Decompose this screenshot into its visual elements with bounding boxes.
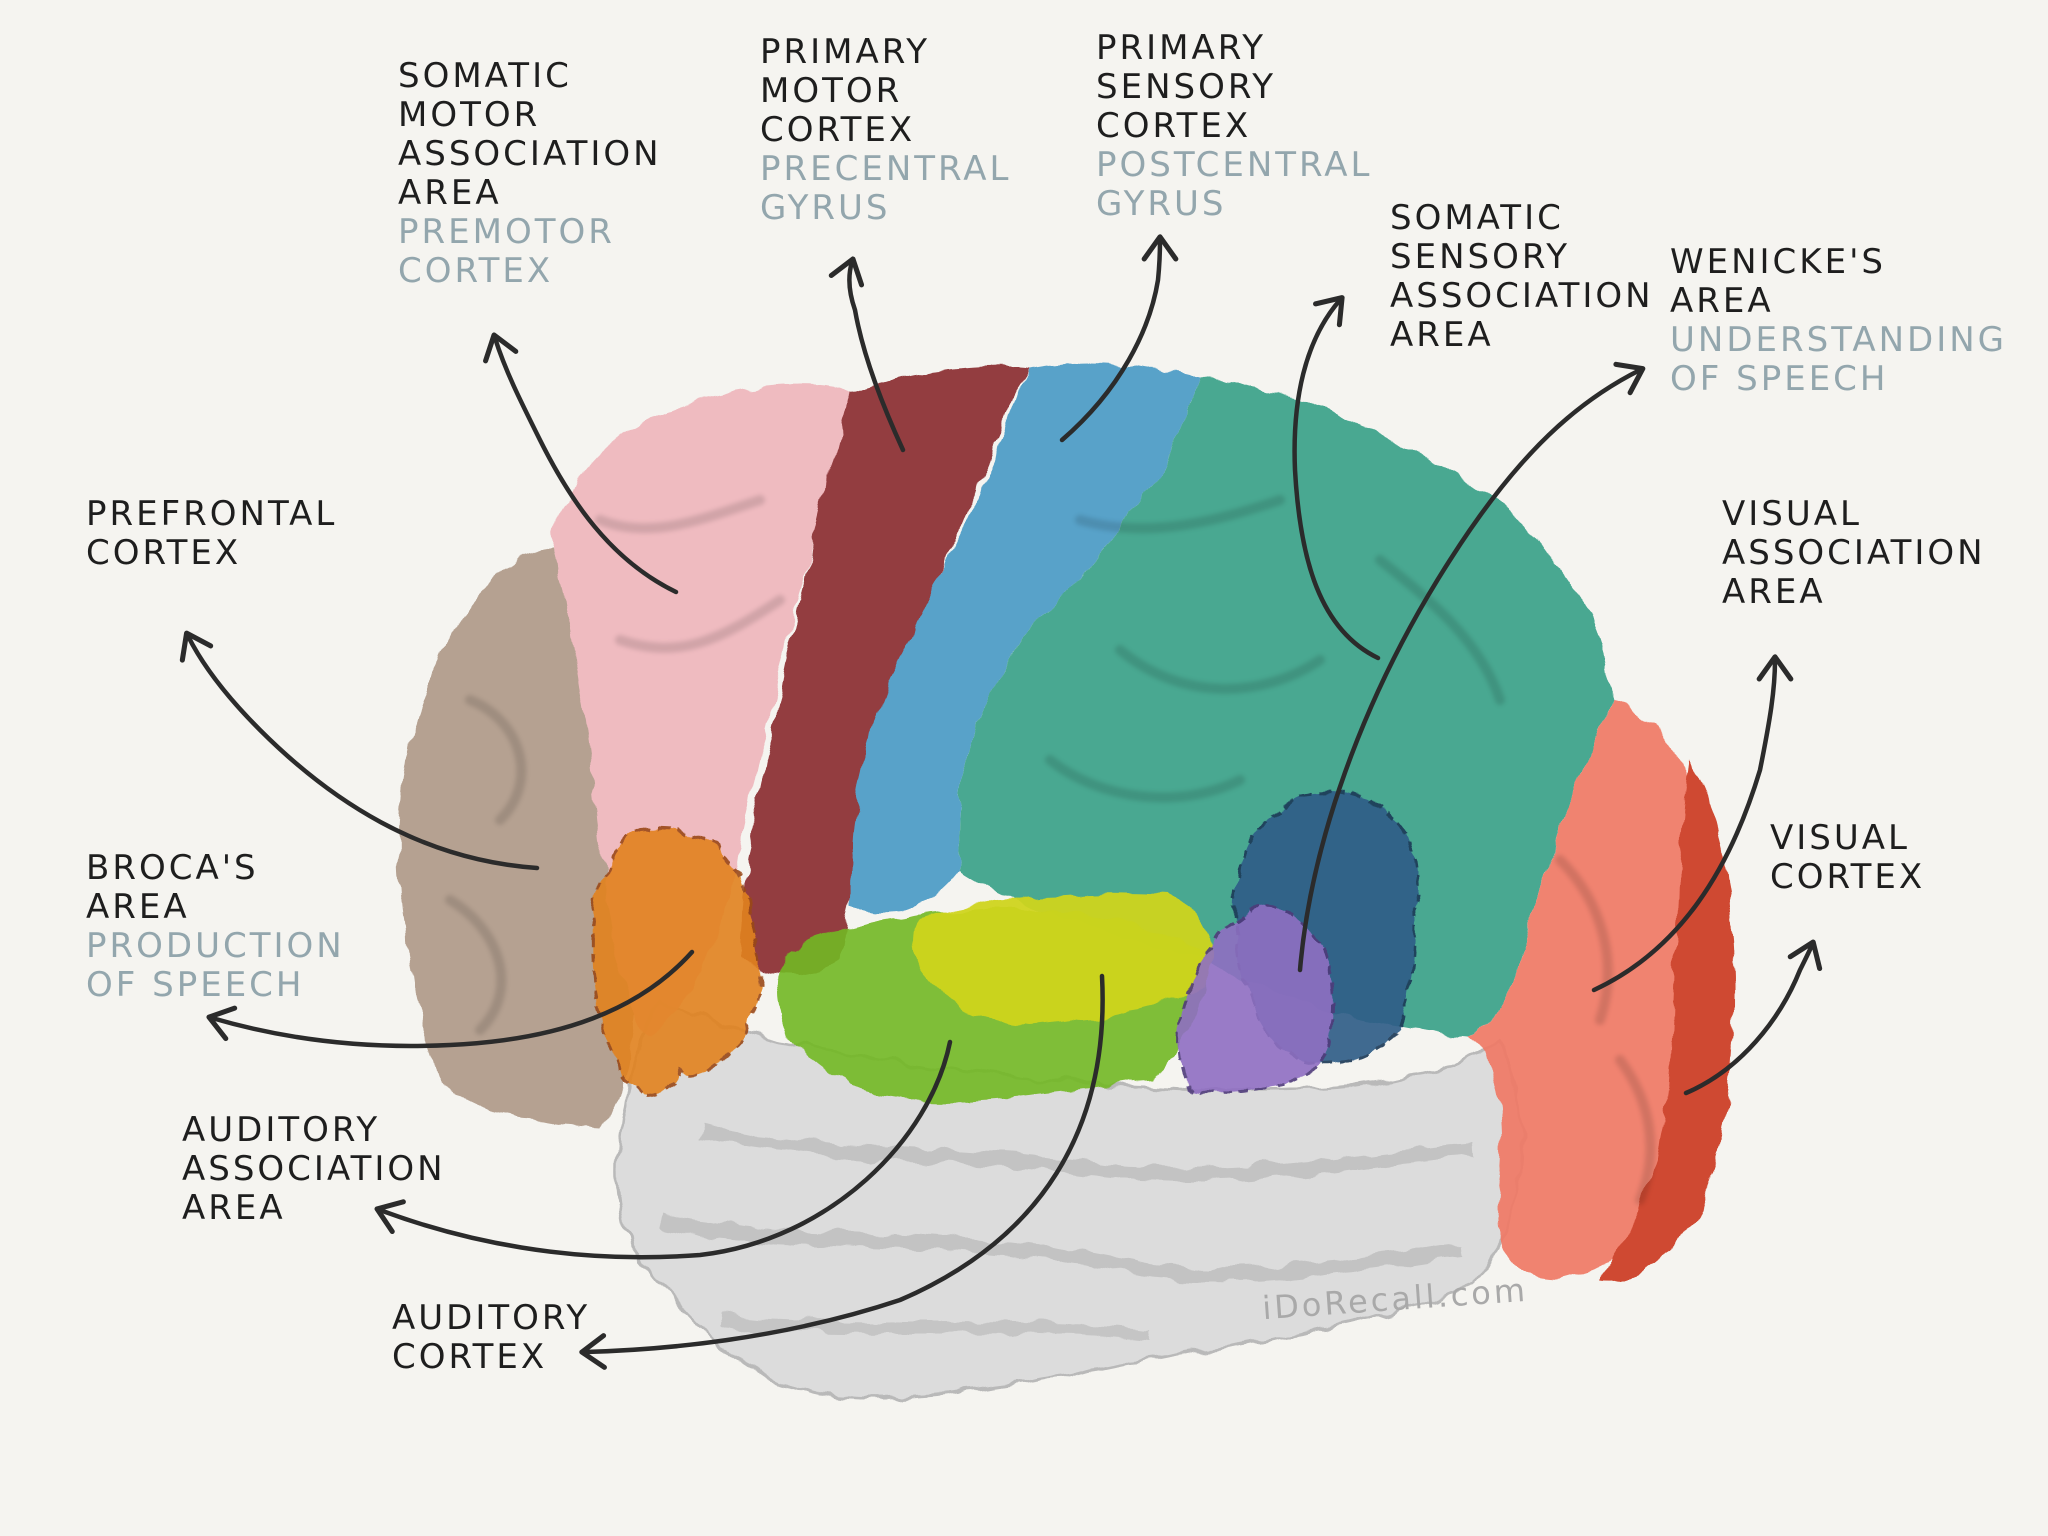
label-line: Area [398, 173, 502, 213]
label-primary-sensory-cortex: Primary Sensory Cortex Postcentral Gyrus [1096, 30, 1373, 223]
label-line: Visual [1770, 818, 1910, 858]
label-line: Sensory [1390, 237, 1571, 277]
label-line: Association [182, 1149, 446, 1189]
label-line: Auditory [392, 1298, 591, 1338]
label-line: Somatic [398, 56, 572, 96]
label-subtitle: Understanding [1670, 320, 2007, 360]
visual-cortex-region [1600, 760, 1736, 1281]
temporal-fold-1 [698, 1123, 1471, 1182]
label-visual-association-area: Visual Association Area [1722, 496, 1986, 611]
label-line: Association [1722, 533, 1986, 573]
label-line: Sensory [1096, 67, 1277, 107]
arrow-icon [483, 332, 679, 595]
label-auditory-cortex: Auditory Cortex [392, 1300, 590, 1376]
label-line: Primary [1096, 28, 1266, 68]
label-line: Cortex [86, 533, 242, 573]
temporal-lobe-region [616, 997, 1523, 1400]
temporal-lobe [616, 997, 1523, 1400]
label-line: Wenicke's [1670, 242, 1887, 282]
arrow-icon [374, 1039, 953, 1260]
label-line: Broca's [86, 848, 259, 888]
angular-gyrus-region [1178, 906, 1338, 1096]
label-subtitle: of Speech [86, 965, 305, 1005]
label-subtitle: Postcentral [1096, 145, 1373, 185]
label-subtitle: of Speech [1670, 359, 1889, 399]
label-line: Association [1390, 276, 1654, 316]
primary-sensory-cortex-region [850, 362, 1200, 912]
label-line: Area [182, 1188, 286, 1228]
label-line: Visual [1722, 494, 1862, 534]
label-subtitle: Production [86, 926, 345, 966]
label-line: Cortex [1096, 106, 1252, 146]
gyri-texture [445, 495, 1656, 1205]
arrow-icon [579, 973, 1105, 1370]
label-subtitle: Gyrus [760, 188, 891, 228]
arrow-icon [1292, 295, 1381, 661]
label-line: Area [1670, 281, 1774, 321]
label-line: Prefrontal [86, 494, 338, 534]
arrow-icon [828, 256, 906, 453]
prefrontal-cortex-region [398, 545, 640, 1125]
primary-motor-cortex-region [740, 366, 1030, 975]
auditory-cortex-region [912, 893, 1212, 1025]
label-line: Area [1390, 315, 1494, 355]
label-subtitle: Gyrus [1096, 184, 1227, 224]
broca-area-region [590, 827, 763, 1098]
label-subtitle: Premotor [398, 212, 615, 252]
label-line: Motor [398, 95, 541, 135]
label-wernicke-area: Wenicke's Area Understanding of Speech [1670, 244, 2007, 398]
label-primary-motor-cortex: Primary Motor Cortex Precentral Gyrus [760, 34, 1011, 227]
label-broca-area: Broca's Area Production of Speech [86, 850, 345, 1004]
label-line: Primary [760, 32, 930, 72]
label-line: Cortex [392, 1337, 548, 1377]
label-line: Motor [760, 71, 903, 111]
label-line: Somatic [1390, 198, 1564, 238]
label-line: Auditory [182, 1110, 381, 1150]
label-line: Association [398, 134, 662, 174]
arrow-icon [1059, 234, 1179, 443]
arrow-icon [1591, 654, 1794, 993]
label-visual-cortex: Visual Cortex [1770, 820, 1925, 896]
label-line: Cortex [1770, 857, 1926, 897]
label-somatic-sensory-association: Somatic Sensory Association Area [1390, 200, 1654, 354]
label-line: Area [86, 887, 190, 927]
arrow-icon [179, 630, 540, 871]
label-line: Cortex [760, 110, 916, 150]
arrow-icon [206, 949, 695, 1049]
label-auditory-association-area: Auditory Association Area [182, 1112, 446, 1227]
arrow-icon [1297, 361, 1646, 973]
label-prefrontal-cortex: Prefrontal Cortex [86, 496, 337, 572]
label-somatic-motor-association: Somatic Motor Association Area Premotor … [398, 58, 662, 290]
label-subtitle: Cortex [398, 251, 554, 291]
label-subtitle: Precentral [760, 149, 1012, 189]
arrows [179, 234, 1823, 1370]
label-line: Area [1722, 572, 1826, 612]
arrow-icon [1683, 939, 1823, 1096]
somatic-sensory-association-region [958, 378, 1610, 1035]
temporal-fold-3 [719, 1314, 1151, 1341]
